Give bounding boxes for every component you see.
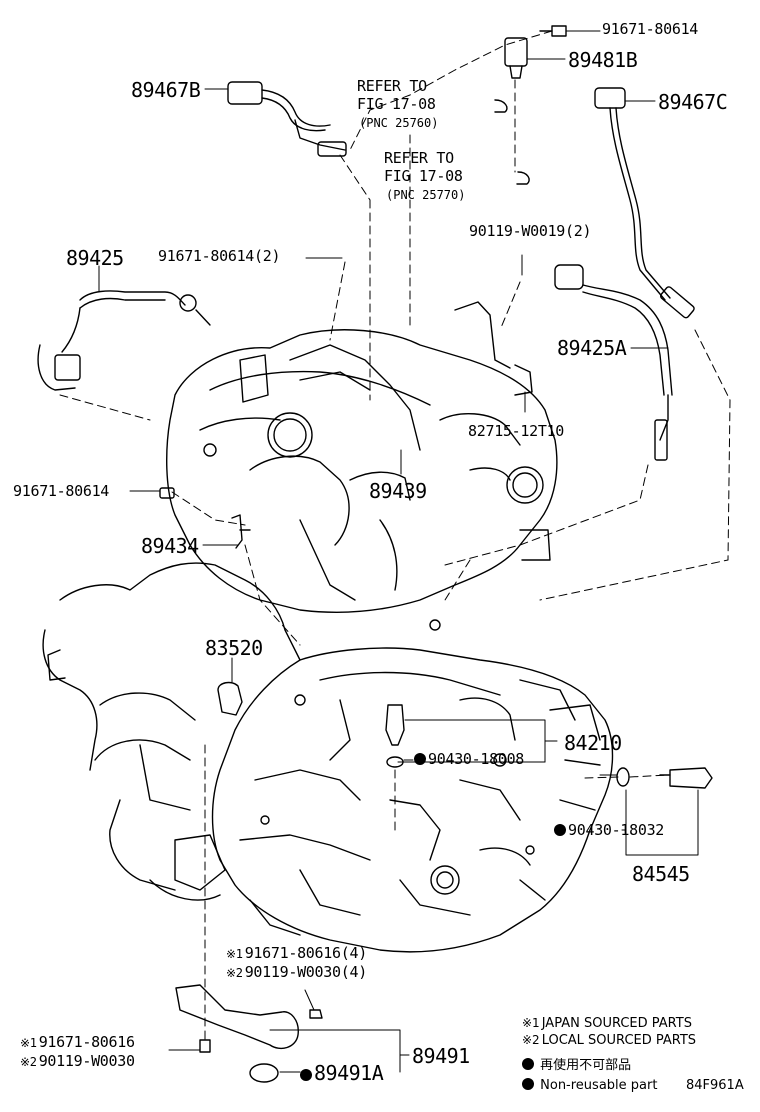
label-91671-80614-left: 91671-80614 — [13, 482, 110, 500]
label-89425: 89425 — [66, 246, 124, 270]
refer1-line3: (PNC 25760) — [359, 116, 439, 130]
label-89434: 89434 — [141, 534, 199, 558]
non-reusable-dot-icon — [300, 1069, 312, 1081]
dashed-assembly-lines — [59, 30, 731, 1041]
label-91671-80614-2: 91671-80614(2) — [158, 247, 281, 265]
parts-shapes — [37, 25, 713, 1083]
label-89481b: 89481B — [568, 48, 638, 72]
refer1-line1: REFER TO — [357, 77, 427, 95]
engine-body — [42, 329, 614, 953]
legend-non-reusable-jp: 再使用不可部品 — [522, 1058, 631, 1072]
label-89491a: 89491A — [300, 1063, 384, 1083]
label-89491: 89491 — [412, 1044, 470, 1068]
refer1-line2: FIG 17-08 — [357, 95, 436, 113]
non-reusable-dot-icon — [522, 1078, 534, 1090]
label-91671-80614-top: 91671-80614 — [602, 20, 699, 38]
label-90119-w0019-2: 90119-W0019(2) — [469, 222, 592, 240]
figure-id: 84F961A — [686, 1078, 744, 1093]
non-reusable-dot-icon — [414, 753, 426, 765]
label-90430-18032: 90430-18032 — [554, 823, 664, 838]
non-reusable-dot-icon — [522, 1058, 534, 1070]
label-89425a: 89425A — [557, 336, 627, 360]
label-84210: 84210 — [564, 731, 622, 755]
refer2-line1: REFER TO — [384, 149, 454, 167]
label-89467c: 89467C — [658, 90, 728, 114]
label-89439: 89439 — [369, 479, 427, 503]
non-reusable-dot-icon — [554, 824, 566, 836]
label-90430-18008: 90430-18008 — [414, 752, 524, 767]
label-89467b: 89467B — [131, 78, 201, 102]
refer2-line3: (PNC 25770) — [386, 188, 466, 202]
legend-non-reusable-en: Non-reusable part — [522, 1078, 657, 1092]
label-82715-12t10: 82715-12T10 — [468, 422, 565, 440]
label-83520: 83520 — [205, 636, 263, 660]
label-84545: 84545 — [632, 862, 690, 886]
refer2-line2: FIG 17-08 — [384, 167, 463, 185]
